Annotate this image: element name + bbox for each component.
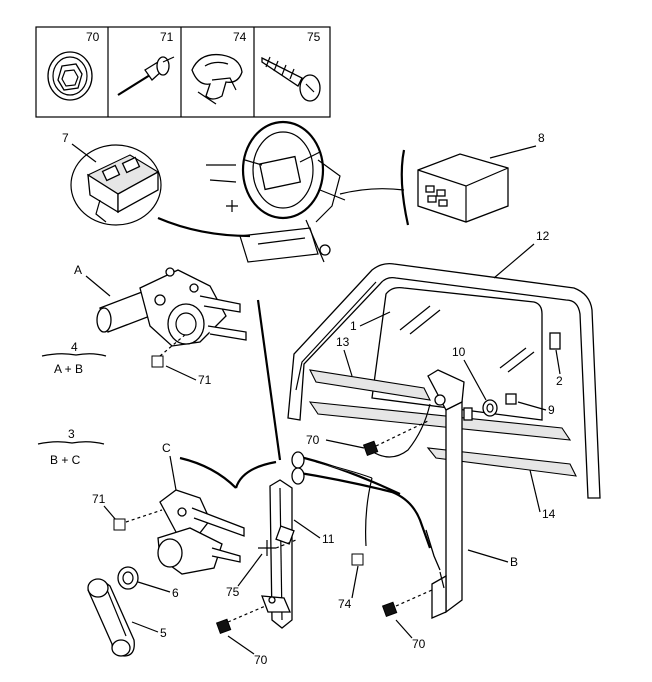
callout-12: 12: [536, 229, 550, 243]
door-frame: [287, 262, 601, 499]
legend-label-71: 71: [160, 30, 174, 44]
rivet-marker: [151, 355, 164, 368]
callout-75: 75: [226, 585, 240, 599]
rivet-marker: [113, 518, 126, 531]
variant-3: 3 B + C: [37, 427, 105, 467]
callout-71-upper: 71: [198, 373, 212, 387]
callout-7: 7: [62, 131, 69, 145]
rivet-icon: [117, 56, 175, 96]
fastener-legend: 70 71 74 75: [35, 26, 331, 118]
callout-B: B: [510, 555, 518, 569]
callout-13: 13: [336, 335, 350, 349]
washer: [117, 566, 139, 590]
window-switch: [70, 144, 162, 226]
screw-marker: [258, 540, 276, 556]
guide-block: [505, 393, 517, 405]
legend-label-74: 74: [233, 30, 247, 44]
callout-14: 14: [542, 507, 556, 521]
callout-A: A: [74, 263, 82, 277]
legend-label-70: 70: [86, 30, 100, 44]
regulator-rail: [261, 479, 295, 629]
callout-70-bottom: 70: [254, 653, 268, 667]
callout-11: 11: [322, 532, 335, 546]
callout-5: 5: [160, 626, 167, 640]
clip-icon: [191, 53, 243, 105]
divider-curve: [256, 299, 282, 461]
nut-marker: [362, 440, 379, 456]
callout-70-right: 70: [412, 637, 426, 651]
callout-10: 10: [452, 345, 466, 359]
nut-icon: [47, 51, 93, 101]
motor-a: [96, 267, 247, 347]
variant-4-text: A + B: [54, 362, 83, 376]
callout-6: 6: [172, 586, 179, 600]
switch-detail-circle: [70, 144, 162, 226]
callout-C: C: [162, 441, 171, 455]
outer-strip: [308, 401, 572, 441]
steering-wheel: [241, 120, 325, 220]
callout-70-mid: 70: [306, 433, 320, 447]
motor-c: [157, 489, 245, 575]
nut-marker: [215, 618, 232, 634]
variant-4-number: 4: [71, 340, 78, 354]
cable-upper: [295, 454, 401, 495]
legend-label-75: 75: [307, 30, 321, 44]
control-module: [339, 149, 509, 226]
nut-marker: [381, 601, 398, 617]
dashboard: [206, 120, 346, 263]
callout-9: 9: [548, 403, 555, 417]
legend-frame: [35, 26, 331, 118]
regulator-b: [369, 369, 473, 619]
callout-71-lower: 71: [92, 492, 106, 506]
seal-clip: [549, 332, 561, 350]
clip-marker: [351, 553, 364, 566]
screw-icon: [261, 56, 321, 102]
callout-2: 2: [556, 374, 563, 388]
callout-74: 74: [338, 597, 352, 611]
crank-handle: [87, 578, 135, 657]
inner-strip: [309, 369, 431, 401]
callout-1: 1: [350, 319, 357, 333]
cable-lower: [293, 470, 432, 549]
variant-3-number: 3: [68, 427, 75, 441]
switch-wire: [157, 216, 251, 238]
roller-bushing: [482, 399, 498, 417]
variant-4: 4 A + B: [41, 340, 107, 376]
callout-8: 8: [538, 131, 545, 145]
variant-3-text: B + C: [50, 453, 81, 467]
